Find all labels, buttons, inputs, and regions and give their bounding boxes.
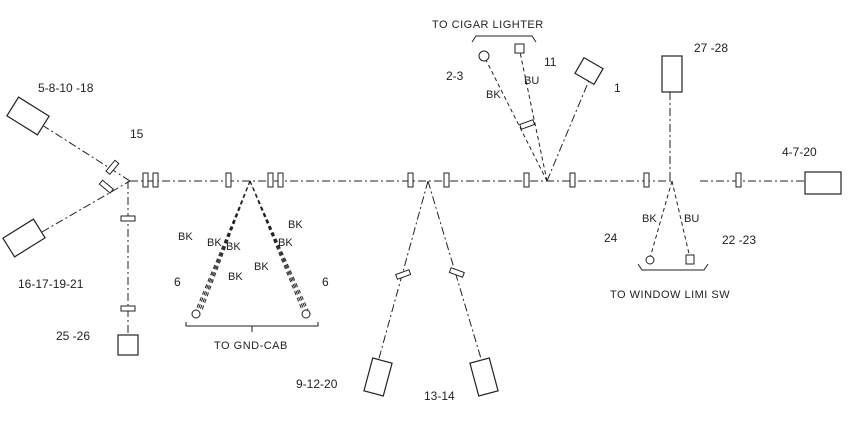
label-22-23: 22 -23 (722, 233, 756, 247)
caption-cigar-lighter: TO CIGAR LIGHTER (432, 19, 544, 31)
branch-wire-24 (649, 180, 673, 259)
ground-fan-left (195, 180, 309, 311)
label-16-17-19-21: 16-17-19-21 (18, 277, 84, 291)
component-9-12-20 (363, 357, 393, 397)
component-1 (574, 56, 604, 86)
label-24: 24 (604, 231, 618, 245)
branch-wire-1 (546, 77, 591, 182)
component-11 (514, 43, 525, 54)
component-24 (645, 255, 655, 265)
wire-color-bk: BK (178, 231, 193, 243)
wire-color-bk: BK (226, 241, 241, 253)
ground-terminal-left (191, 309, 201, 319)
inline-connectors (98, 119, 742, 312)
wire-color-bk: BK (288, 219, 303, 231)
label-6-left: 6 (174, 275, 181, 289)
label-6-right: 6 (322, 275, 329, 289)
branch-wire-upper-left (41, 124, 131, 182)
component-4-7-20 (804, 171, 842, 195)
wire-color-bk: BK (642, 213, 657, 225)
branch-wire-11 (519, 51, 548, 182)
component-22-23 (685, 254, 695, 265)
label-2-3: 2-3 (446, 69, 464, 83)
branch-wire-22-23 (671, 180, 691, 259)
component-16-17-19-21 (2, 218, 46, 258)
label-27-28: 27 -28 (694, 41, 728, 55)
wire-color-bk: BK (486, 89, 501, 101)
label-11: 11 (544, 55, 557, 69)
label-4-7-20: 4-7-20 (782, 145, 817, 159)
label-15: 15 (130, 127, 144, 141)
caption-window-limit: TO WINDOW LIMI SW (610, 289, 730, 301)
component-27-28 (661, 55, 683, 93)
component-2-3 (478, 50, 490, 62)
component-13-14 (469, 357, 499, 397)
branch-wire-2-3 (485, 59, 548, 182)
label-25-26: 25 -26 (56, 329, 90, 343)
label-1: 1 (614, 81, 621, 95)
branch-wire-lower-left (41, 180, 131, 233)
component-5-8-10-18 (6, 96, 50, 136)
cigar-lighter-bracket (471, 35, 537, 43)
label-13-14: 13-14 (424, 389, 455, 403)
wire-color-bu: BU (524, 75, 539, 87)
wire-color-bu: BU (684, 213, 699, 225)
wire-color-bk: BK (254, 261, 269, 273)
wire-color-bk: BK (278, 237, 293, 249)
window-limit-bracket (637, 263, 709, 271)
wire-color-bk: BK (207, 237, 222, 249)
label-5-8-10-18: 5-8-10 -18 (38, 81, 94, 95)
caption-gnd-cab: TO GND-CAB (214, 340, 288, 352)
branch-wire-9-12-20 (377, 180, 429, 363)
component-25-26 (117, 334, 139, 356)
gnd-cab-bracket (185, 322, 319, 327)
label-9-12-20: 9-12-20 (296, 377, 338, 391)
wire-color-bk: BK (228, 271, 243, 283)
ground-terminal-right (301, 309, 311, 319)
